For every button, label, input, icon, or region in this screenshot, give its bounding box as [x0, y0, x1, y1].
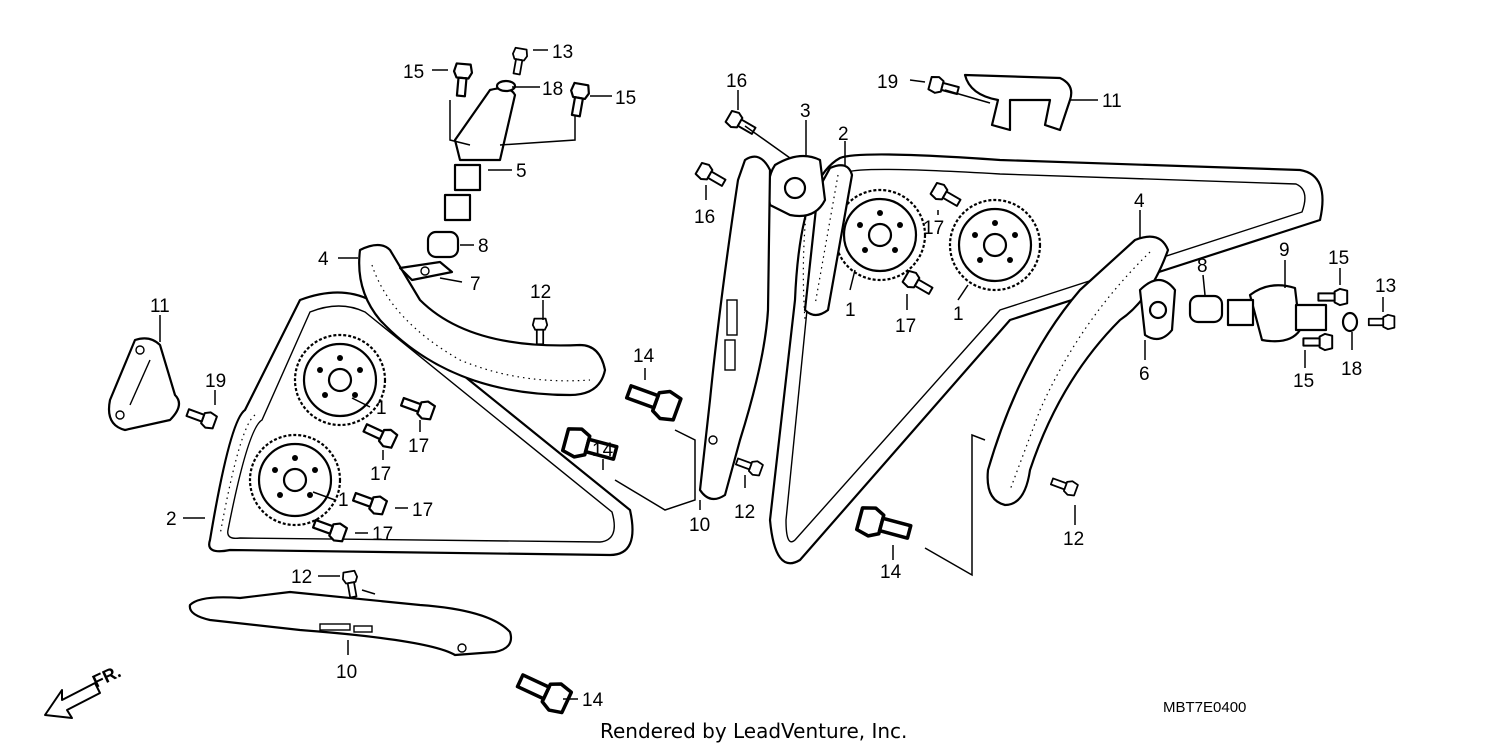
bolt-14-right	[854, 503, 915, 548]
chain-guide-bracket-left	[107, 337, 181, 432]
credit-line: Rendered by LeadVenture, Inc.	[600, 719, 907, 743]
callout-12: 12	[1063, 529, 1084, 550]
tensioner-arm-left	[358, 243, 607, 397]
callout-7: 7	[470, 274, 481, 295]
callout-17: 17	[408, 436, 429, 457]
bolt-12-left-lower	[340, 569, 362, 600]
cam-sprocket-left-lower	[248, 433, 342, 527]
callout-14: 14	[592, 440, 614, 461]
callout-15: 15	[1293, 371, 1314, 392]
chain-guide-center	[698, 155, 772, 501]
callout-12: 12	[734, 502, 755, 523]
callout-16: 16	[694, 207, 715, 228]
callout-1: 1	[953, 304, 964, 325]
bolt-12-left-upper	[531, 317, 549, 346]
callout-6: 6	[1139, 364, 1150, 385]
callout-3: 3	[800, 101, 811, 122]
callout-11: 11	[150, 296, 170, 317]
bolt-15-left-b	[565, 81, 592, 119]
tensioner-collar-right	[1188, 294, 1224, 324]
sprocket-plate	[767, 154, 827, 218]
callout-14: 14	[633, 346, 655, 367]
callout-18: 18	[1341, 359, 1362, 380]
callout-2: 2	[166, 509, 177, 530]
diagram-code: MBT7E0400	[1163, 699, 1246, 716]
callout-2: 2	[838, 124, 849, 145]
callout-19: 19	[205, 371, 226, 392]
callouts: 15 13 18 15 5 8 7 4 12 14 11 19 1 17 14 …	[150, 42, 1396, 711]
gasket-left	[398, 260, 454, 282]
callout-17: 17	[370, 464, 391, 485]
callout-19: 19	[877, 72, 898, 93]
callout-17: 17	[412, 500, 433, 521]
tensioner-collar-left	[426, 230, 460, 259]
bolt-14-left-upper	[622, 376, 684, 425]
leader-lines	[159, 49, 1384, 700]
callout-15: 15	[403, 62, 424, 83]
callout-1: 1	[338, 490, 349, 511]
callout-1: 1	[376, 398, 387, 419]
callout-14: 14	[880, 562, 902, 583]
callout-10: 10	[689, 515, 710, 536]
callout-4: 4	[318, 249, 329, 270]
callout-15: 15	[1328, 248, 1349, 269]
front-arrow-icon: FR.	[44, 661, 124, 719]
callout-5: 5	[516, 161, 527, 182]
gasket-right	[1138, 278, 1177, 341]
callout-13: 13	[1375, 276, 1396, 297]
callout-4: 4	[1134, 191, 1145, 212]
callout-13: 13	[552, 42, 573, 63]
bolt-16-upper	[723, 108, 759, 139]
callout-1: 1	[845, 300, 856, 321]
bolt-12-right	[1048, 473, 1080, 498]
callout-16: 16	[726, 71, 747, 92]
tensioner-lifter-right	[1226, 284, 1328, 343]
tensioner-arm-right	[986, 235, 1170, 507]
bolt-14-bottom	[512, 665, 575, 718]
callout-8: 8	[478, 236, 489, 257]
bolt-13-left	[508, 46, 530, 77]
callout-15: 15	[615, 88, 636, 109]
callout-9: 9	[1279, 240, 1290, 261]
callout-17: 17	[895, 316, 916, 337]
chain-guide-bracket-right	[963, 73, 1073, 132]
callout-14: 14	[582, 690, 604, 711]
callout-11: 11	[1102, 91, 1122, 112]
chain-guide-lower	[188, 590, 513, 657]
washer-18-left	[495, 79, 517, 93]
cam-sprocket-left-upper	[293, 333, 387, 427]
callout-12: 12	[291, 567, 312, 588]
callout-12: 12	[530, 282, 551, 303]
bolt-15-right-b	[1302, 332, 1334, 352]
bolt-12-center	[733, 453, 765, 478]
cam-sprocket-right-b	[948, 198, 1042, 292]
bolt-15-left-a	[450, 62, 474, 98]
callout-18: 18	[542, 79, 563, 100]
callout-10: 10	[336, 662, 357, 683]
cam-sprocket-right-a	[833, 188, 927, 282]
tensioner-lifter-left	[443, 87, 517, 222]
callout-17: 17	[372, 524, 393, 545]
bolt-19-left	[183, 404, 219, 432]
bolt-19-right	[926, 74, 961, 100]
callout-8: 8	[1197, 256, 1208, 277]
bolt-13-right	[1367, 313, 1396, 331]
callout-17: 17	[923, 218, 944, 239]
bolt-16-lower	[693, 160, 729, 191]
bolt-15-right-a	[1317, 287, 1349, 307]
washer-18-right	[1341, 311, 1359, 333]
